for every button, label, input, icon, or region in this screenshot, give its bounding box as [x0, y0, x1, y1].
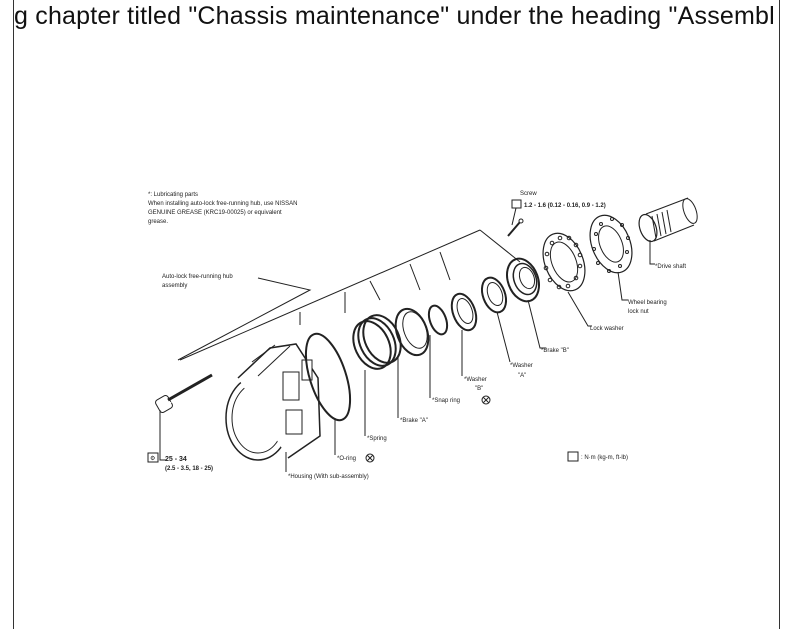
spring — [352, 314, 402, 370]
washer-b-label-2: "B" — [475, 386, 483, 392]
unit-legend-label: : N·m (kg-m, ft-lb) — [581, 455, 628, 461]
housing-label: *Housing (With sub-assembly) — [288, 474, 369, 480]
note-line-1: *: Lubricating parts — [148, 192, 198, 198]
bracket-tick-4 — [409, 263, 421, 291]
hub-assembly-label-1: Auto-lock free-running hub — [162, 274, 233, 280]
header-text: g chapter titled "Chassis maintenance" u… — [14, 2, 775, 30]
screw-torque-value: 1.2 - 1.6 (0.12 - 0.16, 0.9 - 1.2) — [524, 203, 606, 209]
left-border-line — [13, 0, 14, 629]
brake-a-label: *Brake "A" — [400, 418, 428, 424]
washer-a — [480, 276, 508, 314]
right-border-line — [779, 0, 780, 629]
brake-a — [394, 307, 430, 357]
hub-assembly-leader — [177, 277, 312, 361]
screw-torque-wrench-icon — [511, 199, 522, 209]
unit-legend-wrench-icon — [567, 451, 579, 462]
wheel-bearing-lock-nut — [589, 214, 633, 274]
hub-assembly-label-2: assembly — [162, 283, 187, 289]
bolt — [155, 373, 213, 413]
washer-b — [450, 292, 478, 332]
o-ring-label: *O-ring — [337, 456, 356, 462]
washer-a-label-1: *Washer — [510, 363, 533, 369]
snap-ring — [427, 304, 449, 336]
lock-washer — [542, 232, 586, 292]
note-line-3: GENUINE GREASE (KRC19-00025) or equivale… — [148, 210, 282, 216]
drive-shaft — [638, 197, 698, 243]
bolt-torque-leader — [159, 410, 166, 461]
bracket-tick-6 — [479, 229, 521, 263]
note-line-2: When installing auto-lock free-running h… — [148, 201, 297, 207]
bracket-tick-5 — [439, 251, 451, 281]
brake-b — [506, 257, 540, 303]
bracket-tick-3 — [369, 280, 381, 301]
bolt-torque-value: 25 - 34 — [165, 456, 187, 463]
wheel-bearing-leader — [617, 271, 628, 301]
washer-a-label-2: "A" — [518, 373, 526, 379]
torque-wrench-glyph: ⚙ — [150, 455, 155, 462]
washer-b-label-1: *Washer — [464, 377, 487, 383]
lock-washer-leader — [567, 291, 592, 327]
wheel-bearing-label-2: lock nut — [628, 309, 649, 315]
drive-shaft-label: *Drive shaft — [655, 264, 686, 270]
spring-label: *Spring — [367, 436, 387, 442]
housing — [225, 343, 321, 461]
note-line-4: grease. — [148, 219, 168, 225]
bolt-torque-units: (2.5 - 3.5, 18 - 25) — [165, 466, 213, 472]
assembly-bracket-top — [179, 229, 481, 361]
brake-b-leader — [527, 299, 546, 349]
brake-b-label: *Brake "B" — [541, 348, 569, 354]
o-ring — [304, 332, 352, 422]
torque-wrench-icon — [147, 452, 159, 463]
screw-leader — [511, 207, 517, 226]
lock-washer-label: Lock washer — [590, 326, 624, 332]
drive-shaft-leader — [649, 240, 655, 265]
screw — [507, 218, 524, 237]
wheel-bearing-label-1: Wheel bearing — [628, 300, 667, 306]
screw-label: Screw — [520, 191, 537, 197]
replace-symbol-icon-2 — [481, 395, 491, 405]
washer-a-leader — [496, 311, 511, 363]
replace-symbol-icon — [365, 453, 375, 463]
snap-ring-label: *Snap ring — [432, 398, 460, 404]
